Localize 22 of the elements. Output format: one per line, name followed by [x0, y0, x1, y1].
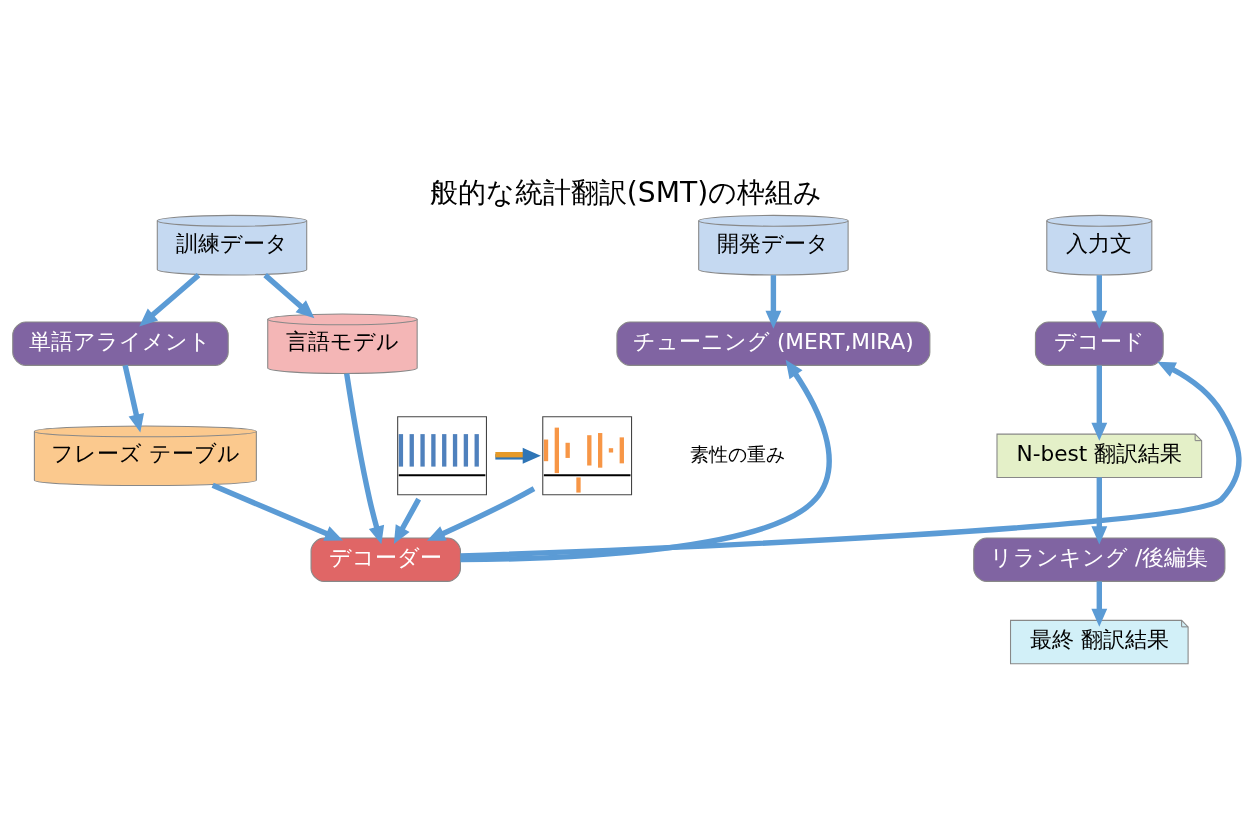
- label: 素性の重み: [690, 442, 786, 466]
- diagram-title: 般的な統計翻訳(SMT)の枠組み: [429, 176, 823, 210]
- arrow: [1091, 477, 1108, 545]
- arrow: [263, 273, 315, 319]
- arrow: [211, 482, 343, 541]
- arrow: [1091, 275, 1108, 329]
- arrow: [765, 275, 782, 329]
- arrow: [495, 447, 541, 464]
- arrow: [1091, 365, 1108, 441]
- arrow: [122, 364, 145, 433]
- node-box: チューニング (MERT,MIRA): [616, 321, 931, 366]
- node-box: デコーダー: [310, 537, 461, 582]
- arrow: [1091, 581, 1108, 627]
- arrow: [393, 497, 422, 544]
- arrow: [460, 359, 832, 563]
- node-box: リランキング /後編集: [973, 537, 1226, 582]
- arrow: [139, 273, 201, 327]
- arrow: [344, 373, 385, 545]
- node-box: デコード: [1034, 321, 1164, 366]
- node-box: 単語アライメント: [12, 321, 229, 366]
- arrow: [460, 361, 1242, 559]
- arrow: [426, 486, 536, 541]
